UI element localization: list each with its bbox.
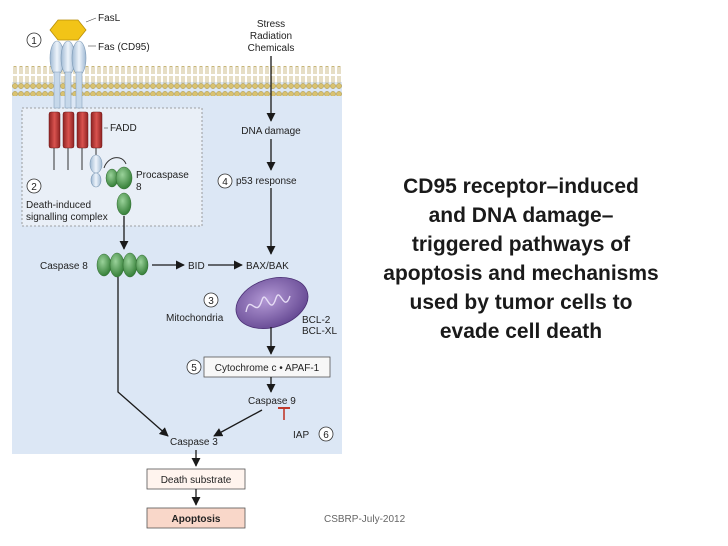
fas-label: Fas (CD95)	[98, 42, 150, 53]
radiation-label: Radiation	[250, 31, 292, 42]
step-3-badge: 3	[203, 292, 219, 308]
apoptosis-label: Apoptosis	[172, 514, 221, 525]
death-substrate-label: Death substrate	[161, 475, 232, 486]
procaspase-8-label: 8	[136, 182, 142, 193]
step-6-badge: 6	[318, 426, 334, 442]
svg-text:4: 4	[222, 177, 228, 188]
arrow-caspase8-caspase3	[117, 277, 169, 437]
fasl-icon	[49, 19, 87, 41]
chemicals-label: Chemicals	[248, 43, 295, 54]
step-1-badge: 1	[26, 32, 42, 48]
fadd-label: FADD	[110, 123, 137, 134]
stress-label: Stress	[257, 19, 285, 30]
step-5-badge: 5	[186, 359, 202, 375]
svg-text:6: 6	[323, 430, 329, 441]
mitochondria-label: Mitochondria	[166, 313, 224, 324]
fas-receptor-icon	[48, 40, 133, 216]
cytochrome-box	[203, 356, 331, 378]
svg-text:2: 2	[31, 182, 37, 193]
p53-label: p53 response	[236, 176, 297, 187]
caspase8-label: Caspase 8	[40, 261, 88, 272]
bax-label: BAX/BAK	[246, 261, 289, 272]
caspase8-icon	[96, 252, 149, 278]
svg-text:1: 1	[31, 36, 37, 47]
bid-label: BID	[188, 261, 205, 272]
svg-text:5: 5	[191, 363, 197, 374]
procaspase-label: Procaspase	[136, 170, 189, 181]
title-line-3: triggered pathways of	[411, 233, 631, 256]
iap-label: IAP	[293, 430, 309, 441]
disc-label-line1: Death-induced	[26, 200, 91, 211]
slide-title: CD95 receptor–induced and DNA damage– tr…	[356, 172, 686, 346]
dna-damage-label: DNA damage	[241, 126, 301, 137]
apoptosis-box	[146, 507, 246, 529]
title-line-2: and DNA damage–	[428, 204, 614, 227]
caspase3-label: Caspase 3	[170, 437, 218, 448]
title-line-4: apoptosis and mechanisms	[383, 262, 659, 285]
footer-text: CSBRP-July-2012	[324, 514, 406, 525]
arrow-caspase9-caspase3	[213, 409, 263, 437]
step-2-badge: 2	[26, 178, 42, 194]
disc-label-line2: signalling complex	[26, 212, 108, 223]
cytochrome-label: Cytochrome c • APAF-1	[215, 363, 320, 374]
title-line-5: used by tumor cells to	[409, 291, 633, 314]
caspase9-label: Caspase 9	[248, 396, 296, 407]
title-line-1: CD95 receptor–induced	[403, 175, 639, 198]
title-line-6: evade cell death	[439, 320, 603, 343]
bclxl-label: BCL-XL	[302, 326, 337, 337]
bcl2-label: BCL-2	[302, 315, 331, 326]
mitochondria-icon	[235, 277, 309, 329]
step-4-badge: 4	[217, 173, 233, 189]
fasl-label: FasL	[98, 13, 121, 24]
svg-text:3: 3	[208, 296, 214, 307]
